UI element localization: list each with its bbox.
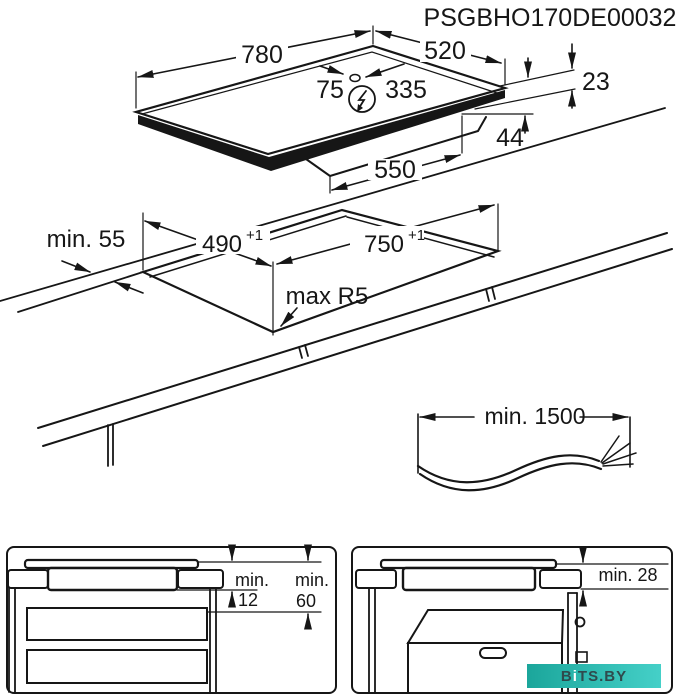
dim-label-width: 780 [241, 41, 283, 69]
cable-strand [418, 462, 603, 492]
worktop-section-left [355, 569, 397, 589]
hob-underbox [305, 116, 487, 178]
electric-connection-icon [348, 85, 376, 113]
worktop-section-right [177, 569, 224, 589]
dim-label-oven-clearance: min. 28 [598, 565, 657, 585]
drawer-front [26, 607, 208, 641]
dim-label-drawer-clearance: 12 [238, 590, 258, 610]
worktop-front-edge-line [42, 248, 673, 447]
dim-label-cable-length: min. 1500 [484, 403, 585, 429]
dim-label-combustible-clearance: 60 [296, 591, 316, 611]
hob-body-section [401, 566, 537, 592]
drawer-clearance-panel: min. 12 min. 60 [6, 544, 337, 694]
dim-label-height-below: 44 [496, 124, 524, 152]
watermark-background [527, 664, 661, 688]
worktop-section-left [7, 569, 49, 589]
edge-tick [298, 346, 303, 359]
oven-handle [479, 647, 507, 659]
cable-wire-end [601, 442, 631, 464]
panel-border [6, 546, 337, 694]
watermark: BiTS.BY [527, 664, 661, 688]
fixing-knob [574, 616, 586, 628]
cable-strand [416, 454, 601, 484]
cable-wire-end [602, 463, 634, 467]
glass-inner-rim [141, 51, 498, 115]
drawer-front [26, 649, 208, 684]
dim-label-corner-radius: max R5 [286, 283, 369, 310]
lightning-bolt-icon [357, 90, 367, 109]
fixing-clamp [575, 651, 588, 663]
watermark-text: BiTS.BY [561, 668, 627, 685]
dim-label-cutout-width: 750 [364, 231, 404, 258]
worktop-front-edge-line [37, 232, 668, 429]
oven-clearance-panel: min. 28 [351, 546, 673, 694]
oven-top [406, 609, 565, 644]
flange-plane-ext-line [474, 88, 576, 110]
dim-arrow [114, 281, 144, 294]
dim-arrow-75 [319, 65, 344, 75]
edge-tick [485, 288, 490, 302]
page-title: PSGBHO170DE00032 [424, 4, 676, 32]
dim-label-back-clearance: min. 55 [47, 226, 126, 253]
cable-length-diagram: min. 1500 [416, 403, 637, 492]
hob-glass-top [132, 44, 509, 156]
worktop-back-edge-line [0, 107, 666, 302]
dim-arrow [280, 307, 298, 327]
glass-plane-ext-line [499, 69, 575, 87]
worktop-back-edge-lower-line [17, 271, 144, 313]
dim-label-connection-right: 335 [385, 76, 427, 104]
dim-label-min: min. [235, 570, 269, 590]
cable-entry-point [349, 73, 361, 83]
cutout-opening [139, 208, 502, 334]
dim-label-cutout-width-tolerance: +1 [408, 227, 425, 244]
edge-tick [304, 344, 309, 357]
lightning-bolt-tip [357, 104, 363, 112]
worktop-cutout-diagram: 490 +1 750 +1 min. 55 max R5 [17, 203, 673, 467]
dim-label-min: min. [295, 570, 329, 590]
dim-label-connection-left: 75 [316, 76, 344, 104]
dim-label-cutout-depth-tolerance: +1 [246, 227, 263, 244]
dim-label-cutout-depth: 490 [202, 231, 242, 258]
cable-wire-end [602, 452, 637, 465]
hob-top-view-diagram: 780 520 75 335 23 44 550 [132, 25, 610, 194]
hob-edge-band [138, 90, 505, 171]
dim-arrow [61, 260, 91, 273]
worktop-section-right [539, 569, 582, 589]
dim-arrow-335 [365, 63, 405, 78]
cable-wire-end [600, 435, 620, 463]
edge-tick [491, 286, 496, 300]
dim-label-box-width: 550 [374, 156, 416, 184]
hob-body-section [46, 566, 179, 592]
dim-label-depth: 520 [424, 37, 466, 65]
dim-label-height-above: 23 [582, 68, 610, 96]
